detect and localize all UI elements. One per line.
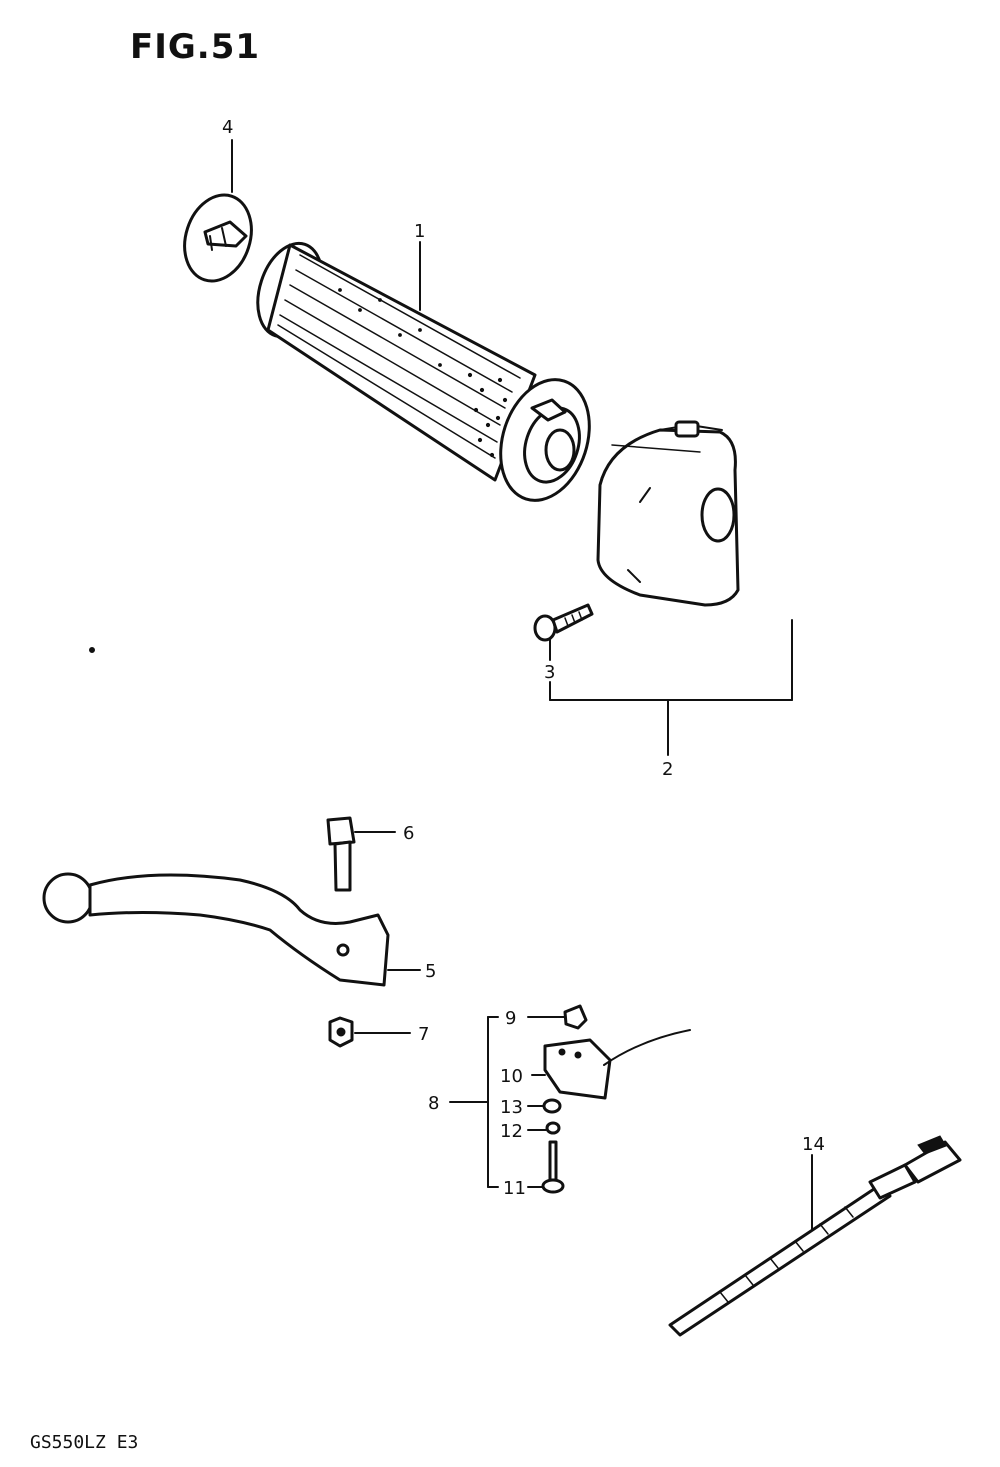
part-9-switch: [527, 1004, 588, 1030]
callout-10: 10: [500, 1066, 523, 1087]
part-6-pivot-bolt: [326, 816, 396, 892]
part-7-nut: [328, 1016, 411, 1048]
callout-1: 1: [414, 221, 425, 242]
callout-13: 13: [500, 1097, 523, 1118]
part-1-handlebar-grip: [256, 241, 591, 502]
part-11-screw: [527, 1140, 565, 1194]
callout-4: 4: [222, 117, 233, 138]
grip-stipple-texture: [338, 288, 508, 458]
callout-2: 2: [662, 759, 673, 780]
callout-9: 9: [505, 1008, 516, 1029]
part-5-lever: [42, 872, 421, 987]
part-14-cable-tie: [668, 1135, 962, 1337]
model-code: GS550LZ E3: [30, 1432, 138, 1453]
callout-3: 3: [544, 662, 555, 683]
callout-7: 7: [418, 1024, 429, 1045]
callout-5: 5: [425, 961, 436, 982]
part-3-screw: [533, 603, 594, 642]
figure-title: FIG.51: [130, 27, 260, 67]
callout-8: 8: [428, 1093, 439, 1114]
part-2-switch-housing: [596, 420, 740, 607]
cable-tie-ridges: [719, 1206, 854, 1303]
part-13-washer: [527, 1098, 562, 1114]
callout-14: 14: [802, 1134, 825, 1155]
callout-11: 11: [503, 1178, 526, 1199]
bracket-assembly-8: [449, 1016, 499, 1188]
callout-6: 6: [403, 823, 414, 844]
part-10-switch-plate: [531, 1029, 691, 1100]
stray-mark: [89, 647, 95, 653]
part-12-nut: [527, 1121, 561, 1135]
bracket-assembly-2: [549, 619, 793, 756]
callout-12: 12: [500, 1121, 523, 1142]
part-4-end-cap: [183, 193, 253, 283]
